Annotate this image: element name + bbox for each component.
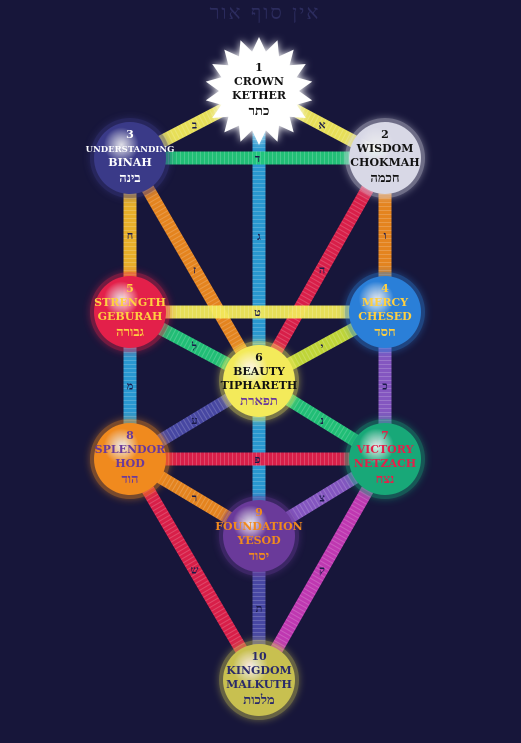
path-letter: ב [192,119,197,132]
sephirah-title: KETHER [232,89,287,102]
sephirah-hebrew: גבורה [116,325,144,340]
sephirah-title: BINAH [108,156,151,169]
path-letter: פ [255,453,261,466]
sephirah-hebrew: יסוד [249,549,269,564]
path-chokmah-binah: ד [130,151,385,165]
path-letter: ש [191,564,199,577]
path-netzach-hod: פ [130,452,385,466]
sephirah-hebrew: חכמה [370,171,399,186]
path-letter: מ [127,380,134,393]
sphere-yesod [223,500,295,572]
sephirah-name: VICTORY [356,443,414,456]
spheres-layer: 1CROWNKETHERכתר2WISDOMCHOKMAHחכמה3UNDERS… [86,37,425,720]
sephirah-name: FOUNDATION [215,520,302,533]
path-letter: ו [384,229,387,242]
sephirah-hebrew: כתר [249,104,270,119]
crown-starburst [205,37,313,145]
sephirah-name: BEAUTY [233,365,285,378]
sephirah-hebrew: חסד [374,325,395,340]
sphere-chesed [349,276,421,348]
sephirah-title: TIPHARETH [221,379,298,392]
sephirah-title: GEBURAH [98,310,163,323]
sephirah-number: 1 [255,61,263,74]
path-netzach-malkuth: ק [253,455,391,684]
path-letter: ה [319,264,325,277]
sephirah-hebrew: מלכות [243,693,275,708]
sphere-tiphareth [223,345,295,417]
path-letter: ג [257,230,261,243]
sephirah-number: 2 [381,128,389,141]
sephirah-hebrew: בינה [119,171,140,186]
path-letter: ד [255,152,260,165]
sephirah-number: 7 [381,429,389,442]
sephirah-name: CROWN [234,75,284,88]
path-letter: י [321,341,324,354]
sephirah-number: 10 [251,650,267,663]
sephirah-number: 6 [255,351,263,364]
path-hod-malkuth: ש [124,455,265,684]
sephirah-number: 8 [126,429,134,442]
path-letter: ז [193,264,196,277]
path-letter: ק [319,564,325,577]
sephirah-title: NETZACH [354,457,416,470]
sephirah-name: WISDOM [356,142,414,155]
sephirah-name: MERCY [362,296,408,309]
sephirah-name: STRENGTH [94,296,166,309]
path-binah-tiphareth: ז [124,154,265,385]
path-letter: ר [192,492,197,505]
sephirah-title: MALKUTH [226,678,292,691]
path-letter: כ [382,380,387,393]
path-chokmah-tiphareth: ה [253,154,391,385]
sephirah-name: SPLENDOR [95,443,167,456]
sephirah-name: KINGDOM [226,664,291,677]
sphere-chokmah [349,122,421,194]
sephirah-title: HOD [115,457,145,470]
sphere-hod [94,423,166,495]
path-chesed-geburah: ט [130,305,385,319]
sephirah-hebrew: נצח [376,472,395,487]
sephirah-hebrew: תפארת [240,394,278,409]
path-letter: נ [320,414,324,427]
sephirah-title: CHOKMAH [350,156,419,169]
sphere-binah [94,122,166,194]
path-letter: א [318,119,325,132]
sephirah-number: 4 [381,282,389,295]
path-letter: ט [254,306,261,319]
sephirah-number: 3 [126,128,134,141]
sphere-malkuth [223,644,295,716]
sephirah-number: 5 [126,282,134,295]
top-hebrew-text: אין סוף אור [209,0,321,24]
path-letter: ת [256,602,263,615]
path-letter: ח [127,229,134,242]
sephirah-title: YESOD [236,534,281,547]
sphere-netzach [349,423,421,495]
sephirah-hebrew: הוד [121,472,138,487]
path-letter: ע [191,414,197,427]
sphere-geburah [94,276,166,348]
sephirah-name: UNDERSTANDING [86,145,175,155]
sephirah-number: 9 [255,506,263,519]
path-letter: ל [191,341,197,354]
sephirah-title: CHESED [358,310,412,323]
path-letter: צ [319,492,325,505]
